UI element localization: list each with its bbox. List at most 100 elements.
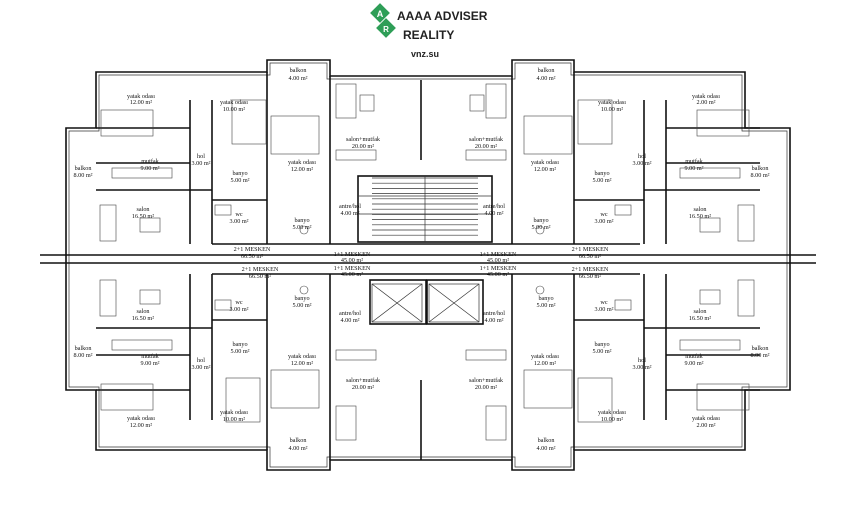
room-yatak-10-name: yatak odası [220,409,248,416]
room-yatak-11-name: yatak odası [598,409,626,416]
room-balkon-tl-name: balkon [290,67,307,74]
room-antre-2-name: antre/hol [483,203,505,210]
room-wc-3-name: wc [235,299,242,306]
mesken11-4-name: 1+1 MESKEN [480,265,517,272]
room-balkon-tr-area: 4.00 m² [536,75,555,82]
room-banyo-4-area: 5.00 m² [531,224,550,231]
room-yatak-7-area: 12.00 m² [291,360,313,367]
room-salon-mut-4-name: salon+mutfak [469,377,504,384]
logo-mark-icon: A R [370,3,396,38]
room-yatak-5-name: yatak odası [288,159,316,166]
room-wc-1-name: wc [235,211,242,218]
svg-text:A: A [377,9,384,19]
mesken11-3-area: 45.00 m² [341,271,363,278]
room-wc-1-area: 3.00 m² [229,218,248,225]
furniture [99,83,755,441]
room-salon-mut-3-area: 20.00 m² [352,384,374,391]
room-yatak-4-name: yatak odası [692,93,720,100]
room-wc-2-name: wc [600,211,607,218]
room-salon-r1-area: 16.50 m² [689,213,711,220]
room-yatak-6-name: yatak odası [531,159,559,166]
mesken11-2-area: 45.00 m² [487,257,509,264]
room-salon-mut-2-area: 20.00 m² [475,143,497,150]
room-balkon-r2-area: 8.00 m² [750,352,769,359]
room-salon-l1-name: salon [136,206,149,213]
room-balkon-l2-area: 8.00 m² [73,352,92,359]
room-balkon-l1-area: 8.00 m² [73,172,92,179]
room-hol-4-name: hol [638,357,646,364]
room-banyo-2-name: banyo [594,170,609,177]
room-yatak-2-area: 10.00 m² [223,106,245,113]
room-yatak-3-area: 10.00 m² [601,106,623,113]
room-banyo-8-area: 5.00 m² [592,348,611,355]
room-mutfak-1-name: mutfak [141,158,159,165]
room-mutfak-1-area: 9.00 m² [140,165,159,172]
room-yatak-11-area: 10.00 m² [601,416,623,423]
room-yatak-4-area: 2.00 m² [696,99,715,106]
room-antre-3-area: 4.00 m² [340,317,359,324]
room-yatak-1-area: 12.00 m² [130,99,152,106]
stair-treads [372,177,478,236]
room-yatak-10-area: 10.00 m² [223,416,245,423]
room-wc-4-name: wc [600,299,607,306]
room-balkon-r2-name: balkon [752,345,769,352]
room-hol-2-area: 3.00 m² [632,160,651,167]
mesken21-2-area: 66.50 m² [579,253,601,260]
room-salon-l1-area: 16.50 m² [132,213,154,220]
room-hol-1-area: 3.00 m² [191,160,210,167]
building-walls [40,59,816,471]
room-balkon-tl-area: 4.00 m² [288,75,307,82]
mesken21-3-area: 66.50 m² [249,273,271,280]
room-salon-mut-3-name: salon+mutfak [346,377,381,384]
room-hol-3-name: hol [197,357,205,364]
room-balkon-tr-name: balkon [538,67,555,74]
room-antre-1-area: 4.00 m² [340,210,359,217]
room-antre-4-area: 4.00 m² [484,317,503,324]
mesken21-4-name: 2+1 MESKEN [572,266,609,273]
room-salon-r1-name: salon [693,206,706,213]
room-mutfak-4-area: 9.00 m² [684,360,703,367]
room-salon-l2-area: 16.50 m² [132,315,154,322]
room-banyo-2-area: 5.00 m² [592,177,611,184]
mesken11-4-area: 45.00 m² [487,271,509,278]
room-banyo-7-name: banyo [232,341,247,348]
room-balkon-bl-name: balkon [290,437,307,444]
room-yatak-9-name: yatak odası [127,415,155,422]
brand-site: vnz.su [411,49,439,59]
room-wc-4-area: 3.00 m² [594,306,613,313]
room-yatak-9-area: 12.00 m² [130,422,152,429]
room-yatak-12-name: yatak odası [692,415,720,422]
room-balkon-br-name: balkon [538,437,555,444]
room-yatak-7-name: yatak odası [288,353,316,360]
room-antre-4-name: antre/hol [483,310,505,317]
room-banyo-1-name: banyo [232,170,247,177]
room-banyo-8-name: banyo [594,341,609,348]
room-salon-mut-4-area: 20.00 m² [475,384,497,391]
mesken21-4-area: 66.50 m² [579,273,601,280]
room-banyo-6-name: banyo [538,295,553,302]
room-salon-mut-2-name: salon+mutfak [469,136,504,143]
room-balkon-br-area: 4.00 m² [536,445,555,452]
room-wc-3-area: 3.00 m² [229,306,248,313]
room-banyo-3-area: 5.00 m² [292,224,311,231]
room-salon-l2-name: salon [136,308,149,315]
room-mutfak-2-name: mutfak [685,158,703,165]
room-wc-2-area: 3.00 m² [594,218,613,225]
mesken11-2-name: 1+1 MESKEN [480,251,517,258]
room-balkon-l1-name: balkon [75,165,92,172]
mesken11-3-name: 1+1 MESKEN [334,265,371,272]
room-salon-mut-1-name: salon+mutfak [346,136,381,143]
mesken21-3-name: 2+1 MESKEN [242,266,279,273]
room-yatak-8-area: 12.00 m² [534,360,556,367]
room-balkon-bl-area: 4.00 m² [288,445,307,452]
room-hol-3-area: 3.00 m² [191,364,210,371]
mesken11-1-area: 45.00 m² [341,257,363,264]
room-antre-1-name: antre/hol [339,203,361,210]
room-hol-2-name: hol [638,153,646,160]
room-mutfak-2-area: 9.00 m² [684,165,703,172]
room-mutfak-3-name: mutfak [141,353,159,360]
room-labels: balkon 4.00 m² balkon 4.00 m² balkon 4.0… [73,67,769,452]
room-yatak-6-area: 12.00 m² [534,166,556,173]
mesken21-1-area: 66.50 m² [241,253,263,260]
